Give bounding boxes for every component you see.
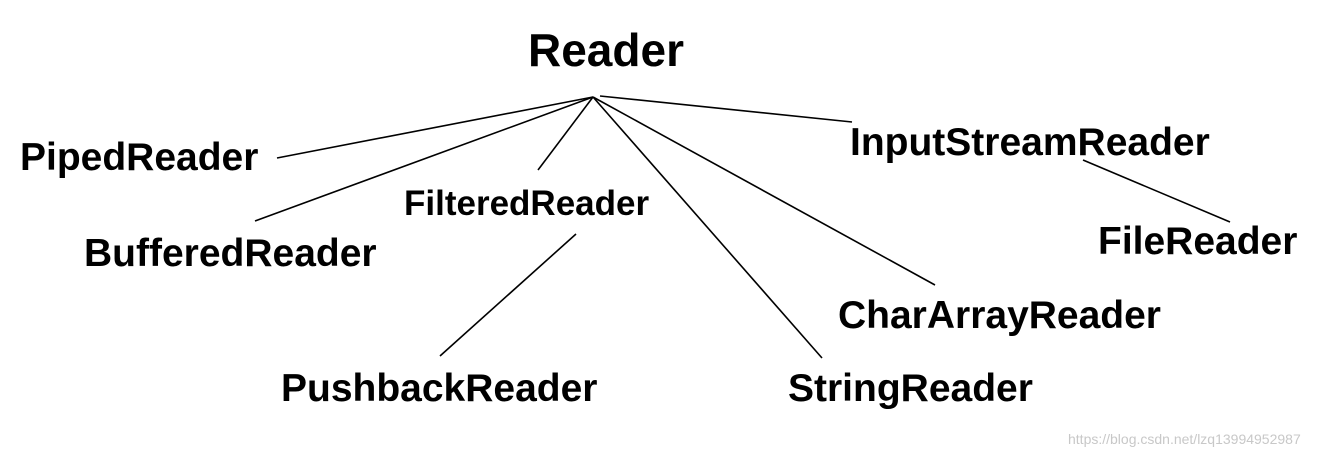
node-pushback-reader: PushbackReader <box>281 367 598 410</box>
edge-reader-filtered <box>537 96 594 171</box>
edge-reader-string <box>592 96 823 359</box>
node-chararray-reader: CharArrayReader <box>838 294 1161 337</box>
node-inputstream-reader: InputStreamReader <box>850 121 1210 164</box>
edge-reader-piped <box>276 96 594 159</box>
node-filtered-reader: FilteredReader <box>404 184 650 223</box>
node-buffered-reader: BufferedReader <box>84 232 377 275</box>
node-piped-reader: PipedReader <box>20 136 259 179</box>
node-reader: Reader <box>528 24 684 76</box>
edge-inputstream-file <box>1082 159 1231 223</box>
watermark-text: https://blog.csdn.net/lzq13994952987 <box>1068 431 1301 447</box>
node-string-reader: StringReader <box>788 367 1033 410</box>
node-file-reader: FileReader <box>1098 220 1298 263</box>
edge-reader-inputstream <box>599 95 853 123</box>
edge-filtered-pushback <box>439 233 577 357</box>
edge-reader-buffered <box>254 96 594 222</box>
edge-reader-chararray <box>592 96 936 286</box>
